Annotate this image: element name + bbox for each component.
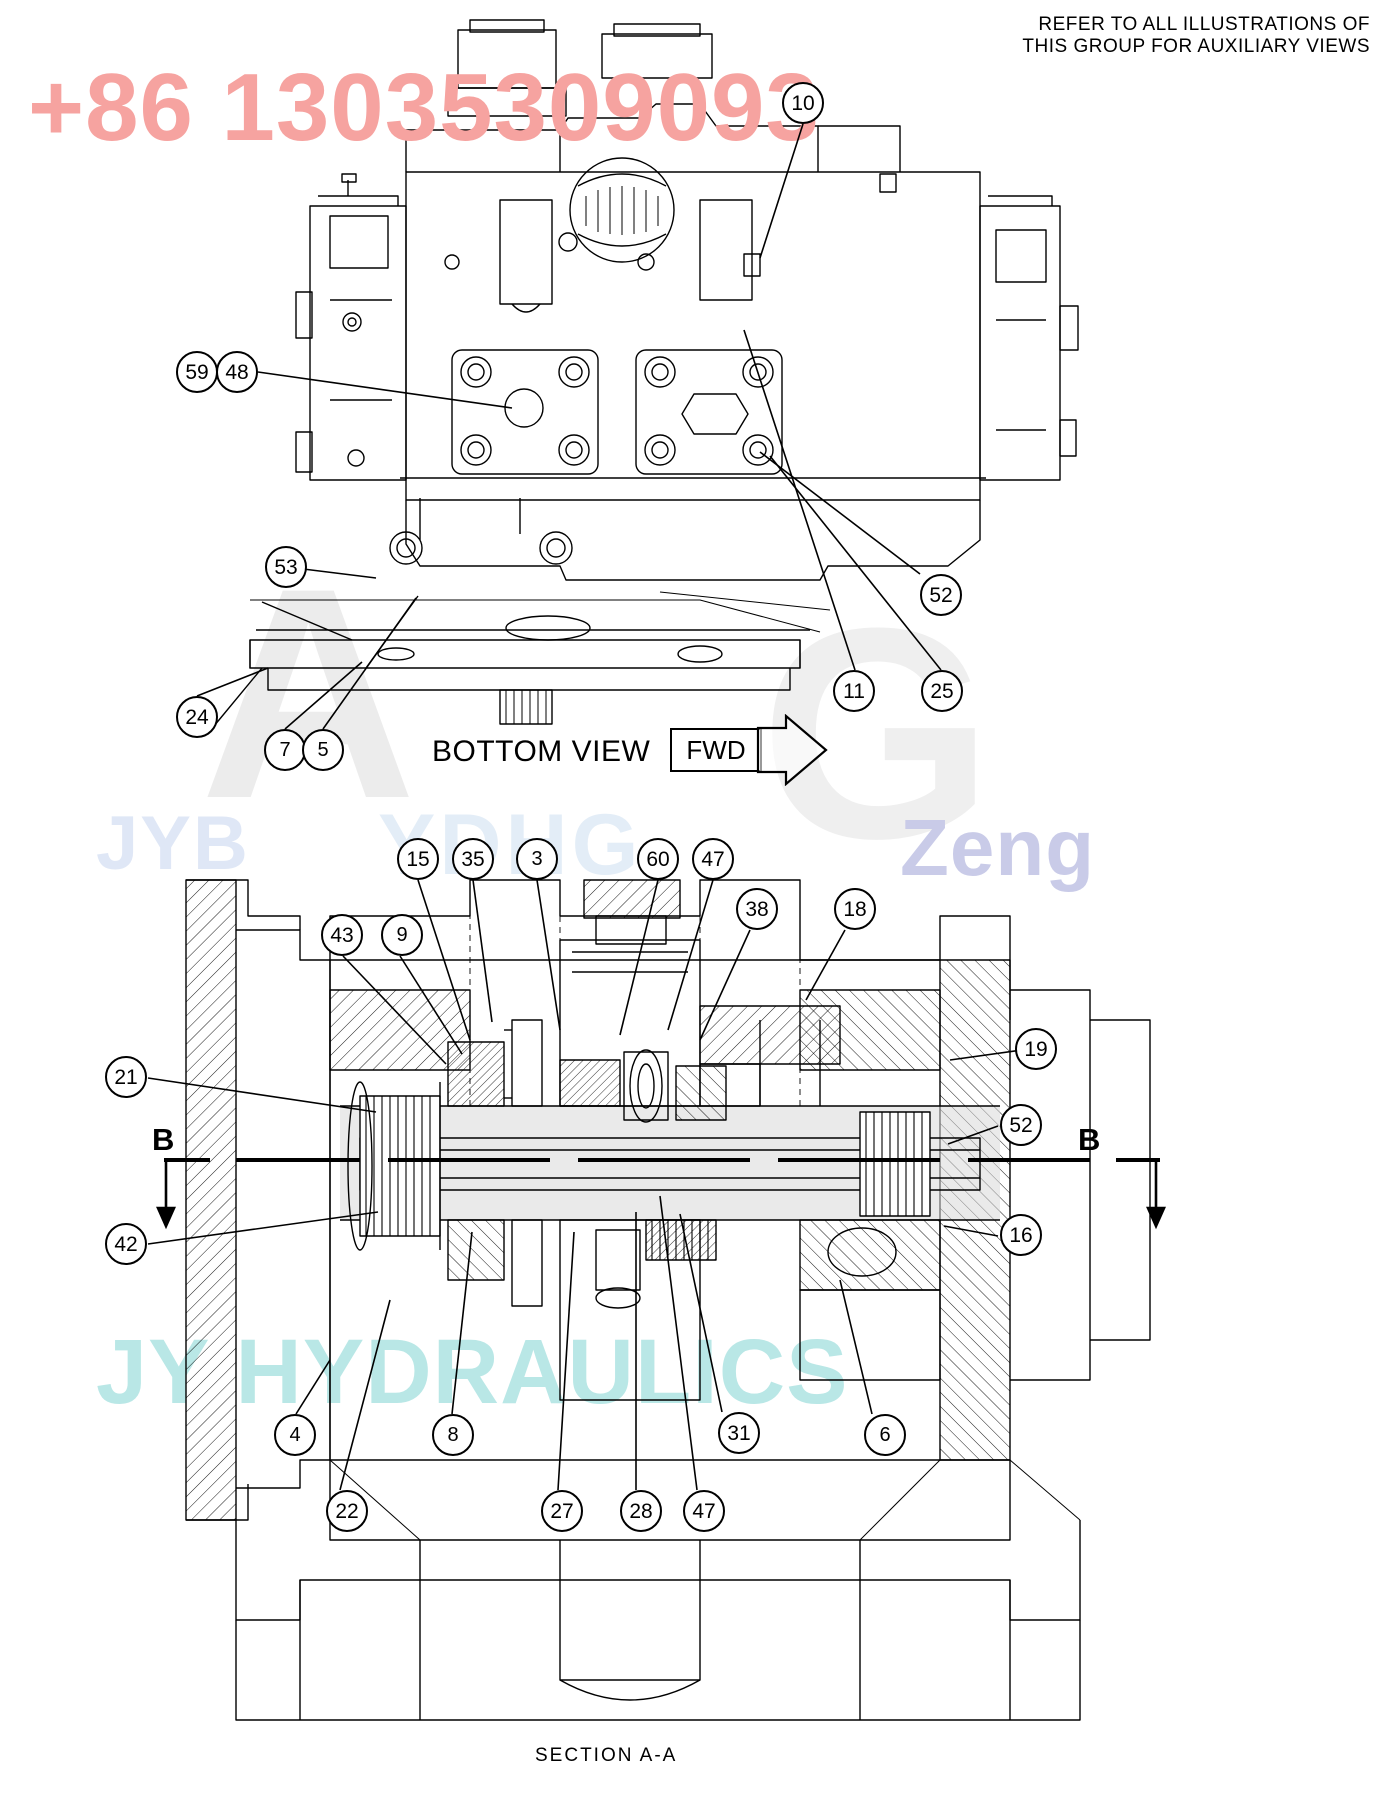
callout-bubble-47[interactable]: 47 <box>692 838 734 880</box>
callout-bubble-43[interactable]: 43 <box>321 914 363 956</box>
callout-bubble-28[interactable]: 28 <box>620 1490 662 1532</box>
callout-bubble-5[interactable]: 5 <box>302 729 344 771</box>
callout-bubble-52[interactable]: 52 <box>920 574 962 616</box>
callout-bubble-31[interactable]: 31 <box>718 1412 760 1454</box>
section-aa-drawing <box>185 879 1151 1721</box>
callout-bubble-19[interactable]: 19 <box>1015 1028 1057 1070</box>
fwd-direction-label: FWD <box>670 728 762 772</box>
callout-bubble-16[interactable]: 16 <box>1000 1214 1042 1256</box>
callout-bubble-7[interactable]: 7 <box>264 729 306 771</box>
section-cut-label-left: B <box>152 1122 175 1157</box>
callout-bubble-35[interactable]: 35 <box>452 838 494 880</box>
callout-bubble-48[interactable]: 48 <box>216 351 258 393</box>
section-cut-label-right: B <box>1078 1122 1101 1157</box>
callout-bubble-4[interactable]: 4 <box>274 1414 316 1456</box>
callout-bubble-27[interactable]: 27 <box>541 1490 583 1532</box>
callout-bubble-10[interactable]: 10 <box>782 82 824 124</box>
callout-bubble-9[interactable]: 9 <box>381 914 423 956</box>
section-aa-caption: SECTION A-A <box>535 1745 678 1766</box>
header-note-line-2: THIS GROUP FOR AUXILIARY VIEWS <box>1022 36 1370 58</box>
bottom-view-caption: BOTTOM VIEW <box>432 735 651 768</box>
callout-bubble-42[interactable]: 42 <box>105 1223 147 1265</box>
callout-bubble-15[interactable]: 15 <box>397 838 439 880</box>
callout-bubble-21[interactable]: 21 <box>105 1056 147 1098</box>
callout-bubble-8[interactable]: 8 <box>432 1414 474 1456</box>
fwd-arrow-icon <box>756 714 828 786</box>
callout-bubble-3[interactable]: 3 <box>516 838 558 880</box>
callout-bubble-47[interactable]: 47 <box>683 1490 725 1532</box>
callout-bubble-11[interactable]: 11 <box>833 670 875 712</box>
callout-bubble-25[interactable]: 25 <box>921 670 963 712</box>
callout-bubble-6[interactable]: 6 <box>864 1414 906 1456</box>
callout-bubble-60[interactable]: 60 <box>637 838 679 880</box>
callout-bubble-22[interactable]: 22 <box>326 1490 368 1532</box>
callout-bubble-59[interactable]: 59 <box>176 351 218 393</box>
header-note-line-1: REFER TO ALL ILLUSTRATIONS OF <box>1038 14 1370 35</box>
callout-bubble-38[interactable]: 38 <box>736 888 778 930</box>
callout-bubble-53[interactable]: 53 <box>265 546 307 588</box>
callout-bubble-24[interactable]: 24 <box>176 696 218 738</box>
callout-bubble-18[interactable]: 18 <box>834 888 876 930</box>
callout-bubble-52[interactable]: 52 <box>1000 1104 1042 1146</box>
header-note: REFER TO ALL ILLUSTRATIONS OF THIS GROUP… <box>1022 14 1370 59</box>
bottom-view-drawing <box>213 19 1079 727</box>
